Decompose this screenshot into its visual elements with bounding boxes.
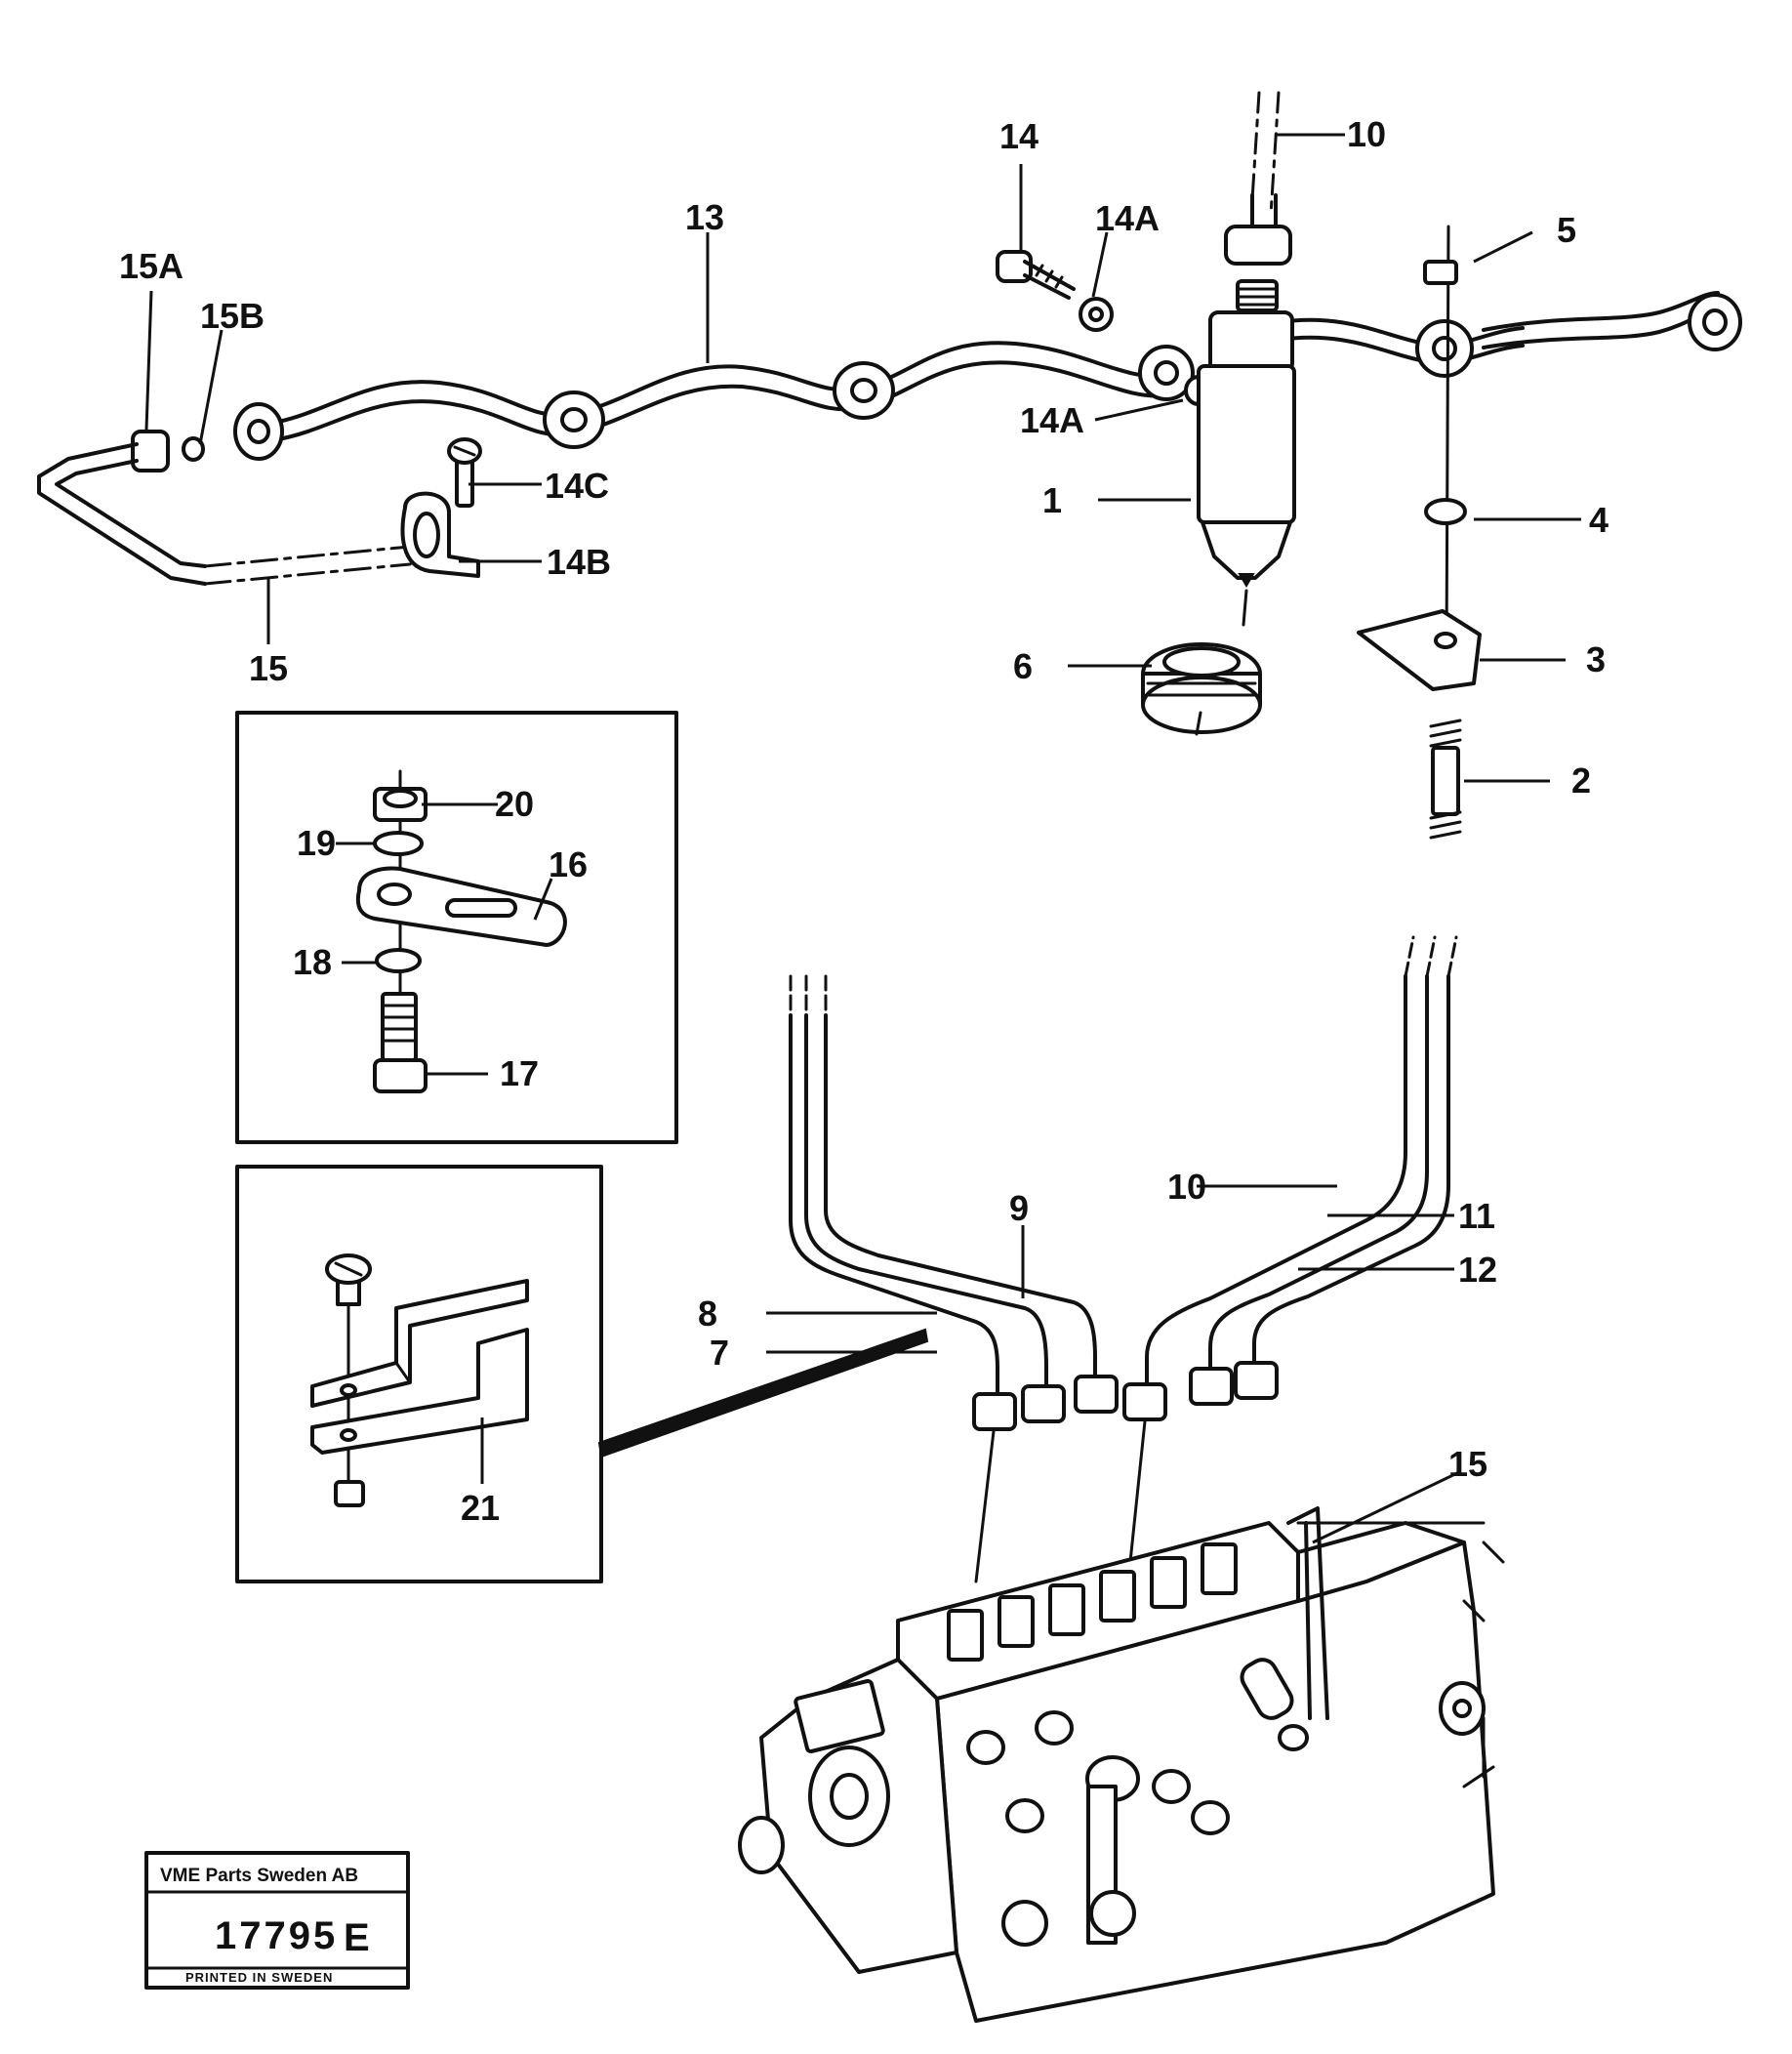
callout-4: 4	[1589, 500, 1609, 540]
callout-18: 18	[293, 942, 332, 982]
callout-1: 1	[1042, 480, 1062, 520]
callout-8: 8	[698, 1294, 717, 1334]
callout-19: 19	[297, 823, 336, 863]
callout-17: 17	[500, 1053, 539, 1093]
callout-labels: 1 2 3 4 5 6 7 8 9 10 10 11 12 13 14 14A …	[119, 114, 1609, 1528]
callout-10-top: 10	[1347, 114, 1386, 154]
callout-15b: 15B	[200, 296, 265, 336]
callout-14a-top: 14A	[1095, 198, 1160, 238]
callout-14b: 14B	[547, 542, 611, 582]
callout-14c: 14C	[545, 466, 609, 506]
callout-10-lines: 10	[1167, 1167, 1206, 1207]
stamp-printed: PRINTED IN SWEDEN	[185, 1970, 333, 1985]
leak-off-line	[37, 250, 1742, 586]
callout-15a: 15A	[119, 246, 183, 286]
injection-pump	[738, 1506, 1505, 2023]
stamp-company: VME Parts Sweden AB	[160, 1866, 358, 1886]
callout-20: 20	[495, 784, 534, 824]
callout-15-top: 15	[249, 648, 288, 688]
callout-7: 7	[710, 1333, 729, 1373]
inset-bracket-parts	[235, 711, 678, 1144]
inset-bracket-21	[235, 1165, 929, 1583]
callout-9: 9	[1009, 1188, 1029, 1228]
stamp-number: 17795	[215, 1914, 338, 1957]
injection-pipes	[789, 935, 1458, 1583]
callout-11: 11	[1458, 1196, 1495, 1236]
callout-21: 21	[461, 1488, 500, 1528]
callout-3: 3	[1586, 639, 1606, 679]
leader-lines	[144, 133, 1581, 1544]
callout-15-bottom: 15	[1448, 1444, 1487, 1484]
callout-2: 2	[1571, 760, 1591, 801]
callout-6: 6	[1013, 646, 1033, 686]
injector-assembly	[1141, 91, 1482, 840]
callout-14a-bottom: 14A	[1020, 400, 1084, 440]
pump-studs	[947, 1542, 1238, 1662]
callout-16: 16	[549, 844, 588, 884]
callout-12: 12	[1458, 1250, 1497, 1290]
callout-14: 14	[999, 116, 1039, 156]
callout-5: 5	[1557, 210, 1576, 250]
callout-13: 13	[685, 197, 724, 237]
stamp-suffix: E	[344, 1916, 373, 1959]
parts-stamp: VME Parts Sweden AB 17795 E PRINTED IN S…	[144, 1851, 410, 1990]
